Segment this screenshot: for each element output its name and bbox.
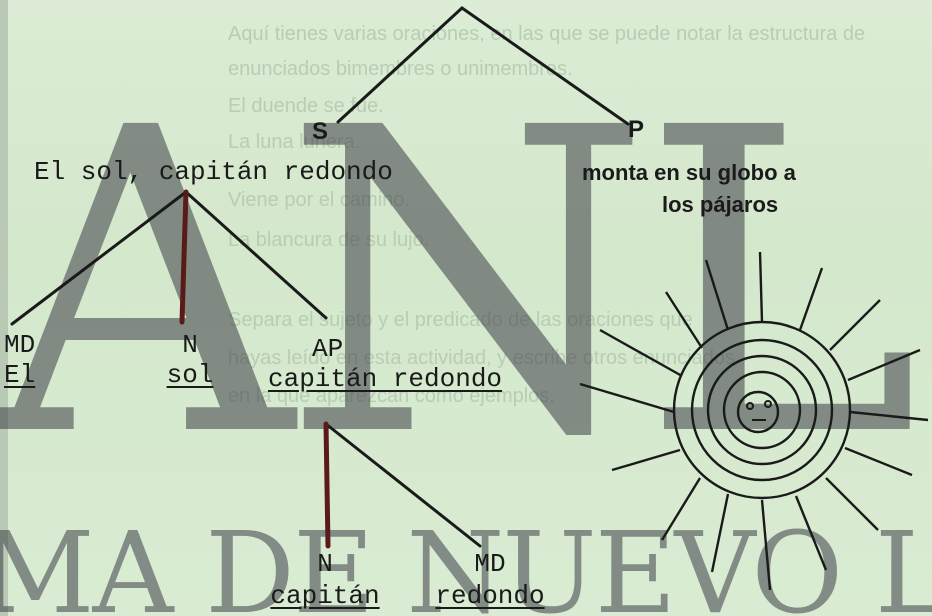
sun-rays [579,251,929,591]
node-n: N sol [160,330,220,390]
node-n-word: sol [166,360,214,390]
sub-node-md: MD redondo [420,548,560,612]
sub-node-md-word: redondo [435,581,545,611]
sub-node-md-tag: MD [474,549,506,579]
bg-line-3: El duende se fue. [228,95,384,117]
bg-line-5: Viene por el camino. [228,189,410,211]
bg-line-6: La blancura de su lujo. [228,229,430,251]
node-md-tag: MD [4,330,36,360]
node-ap-tag: AP [312,334,344,364]
node-md: MD El [4,330,35,390]
bg-line-2: enunciados bimembres o unimembres. [228,58,573,80]
sub-node-n-tag: N [317,549,333,579]
sun-features [746,400,772,421]
bg-line-9: en la que aparezcan como ejemplos. [228,385,555,407]
watermark-top: ANL [0,40,920,529]
branch-subject-md [10,190,188,326]
node-ap: AP capitán redondo [268,334,502,394]
sun-drawing [579,251,929,591]
bg-line-7: Separa el sujeto y el predicado de las o… [228,309,693,331]
branch-subject-n [179,189,189,325]
branch-root-predicate [460,6,630,126]
predicate-phrase-line-2: los pájaros [662,192,779,217]
subject-marker: S [312,118,329,145]
sun-ring-1 [672,320,852,500]
predicate-marker: P [628,116,645,143]
branch-ap-md [324,422,482,548]
branch-root-subject [336,6,464,124]
sun-ring-2 [690,338,834,482]
branch-subject-ap [184,190,328,320]
node-ap-word: capitán redondo [268,364,503,394]
predicate-phrase-line-1: monta en su globo a [582,160,796,185]
page-edge-shadow [0,0,8,616]
node-n-tag: N [182,330,198,360]
sun-ring-4 [722,370,802,450]
sun-face [736,390,780,434]
bg-line-4: La luna lunera. [228,131,361,153]
bg-line-8: hayas leído en esta actividad, y escribe… [228,347,735,369]
sub-node-n-word: capitán [270,581,380,611]
node-md-word: El [4,360,36,390]
bg-line-1: Aquí tienes varias oraciones, en las que… [228,23,866,45]
subject-phrase: El sol, capitán redondo [34,157,393,187]
sun-ring-3 [706,354,818,466]
sub-node-n: N capitán [240,548,410,612]
branch-ap-n [323,421,331,549]
